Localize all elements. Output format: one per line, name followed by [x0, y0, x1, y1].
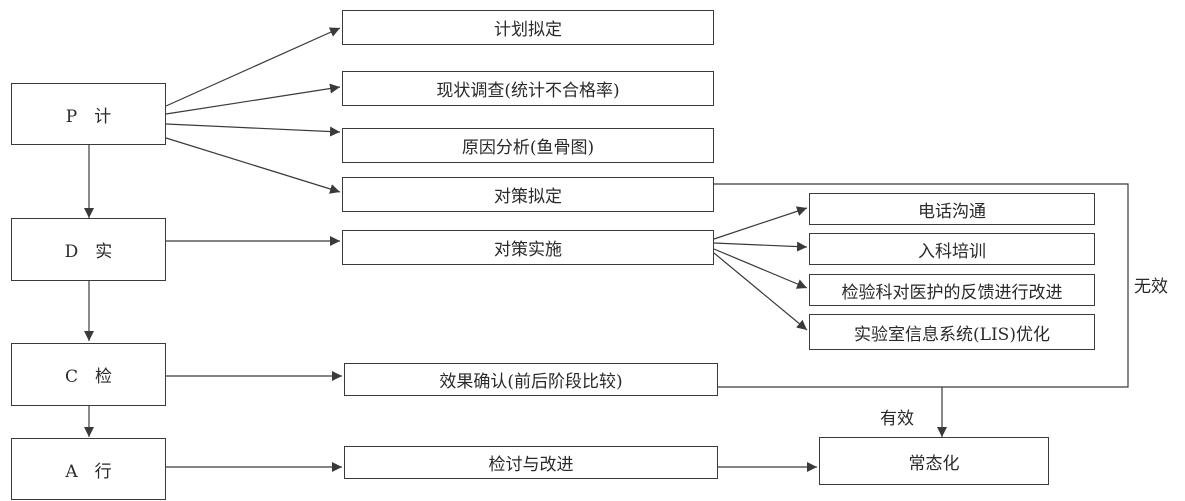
do-measure-3-box: 检验科对医护的反馈进行改进 [809, 274, 1095, 306]
valid-label: 有效 [880, 409, 914, 429]
arrow-do-to-m1 [713, 206, 808, 240]
pdca-a-box: A 行 [11, 438, 166, 500]
arrow-p-to-plan3 [165, 123, 341, 137]
pdca-p-box: P 计 [11, 83, 166, 145]
act-main-box: 检讨与改进 [344, 446, 718, 479]
pdca-c-box: C 检 [11, 343, 166, 406]
arrow-p-to-plan1 [165, 27, 341, 107]
plan-step-4-box: 对策拟定 [342, 177, 714, 212]
do-main-box: 对策实施 [342, 230, 714, 265]
invalid-loop-line [714, 183, 1129, 388]
arrow-do-to-m3 [713, 248, 808, 289]
invalid-label: 无效 [1134, 277, 1168, 297]
do-measure-2-box: 入科培训 [809, 233, 1095, 265]
arrow-do-to-m4 [713, 252, 808, 331]
pdca-d-box: D 实 [11, 218, 166, 281]
plan-step-1-box: 计划拟定 [342, 10, 714, 45]
arrow-p-to-plan4 [165, 137, 341, 194]
plan-step-3-box: 原因分析(鱼骨图) [342, 128, 714, 163]
do-measure-4-box: 实验室信息系统(LIS)优化 [809, 314, 1095, 350]
check-main-box: 效果确认(前后阶段比较) [344, 363, 718, 396]
do-measure-1-box: 电话沟通 [809, 193, 1095, 225]
plan-step-2-box: 现状调查(统计不合格率) [342, 71, 714, 106]
result-box: 常态化 [819, 437, 1049, 485]
arrow-p-to-plan2 [165, 83, 341, 115]
arrow-do-to-m2 [713, 241, 808, 252]
